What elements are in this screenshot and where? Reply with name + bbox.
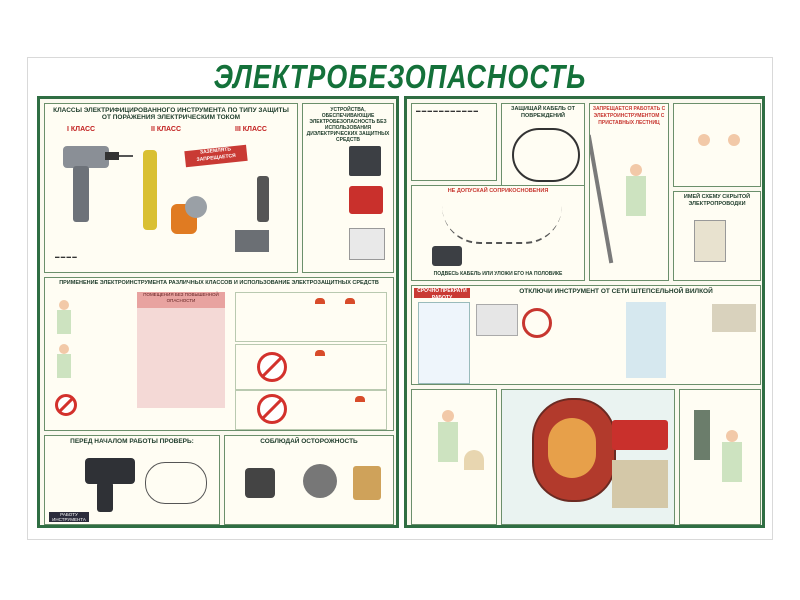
class-1-note: ▬ ▬ ▬ ▬: [55, 254, 77, 259]
class-1-label: I КЛАСС: [67, 126, 96, 133]
drill-handle-icon: [97, 482, 113, 512]
prohibited-drill-icon: [257, 352, 287, 382]
ladder-panel: ЗАПРЕЩАЕТСЯ РАБОТАТЬ С ЭЛЕКТРОИНСТРУМЕНТ…: [589, 103, 669, 281]
drill-bit-icon: [119, 155, 133, 157]
worker-icon: [698, 134, 710, 146]
room-1-label: ПОМЕЩЕНИЯ БЕЗ ПОВЫШЕННОЙ ОПАСНОСТИ: [137, 292, 225, 308]
ladder-icon: [590, 134, 614, 264]
plug-board-icon: [712, 304, 756, 332]
class-3-label: III КЛАСС: [235, 126, 267, 133]
saw-icon: [353, 466, 381, 500]
grinder-disk-icon: [185, 196, 207, 218]
ground-forbidden-stamp: ЗАЗЕМЛЯТЬ ЗАПРЕЩАЕТСЯ: [184, 144, 248, 168]
voltage-check-panel: [673, 103, 761, 187]
worker-icon: [630, 164, 642, 176]
socket-icon: [522, 308, 552, 338]
drill-chuck-icon: [105, 152, 119, 160]
hang-cable-label: ПОДВЕСЬ КАБЕЛЬ ИЛИ УЛОЖИ ЕГО НА ПОЛОВИКЕ: [433, 271, 563, 277]
weather-panel: [411, 389, 497, 525]
grinder-disk-icon: [303, 464, 337, 498]
helmet-icon: [315, 298, 325, 304]
cable-loop-icon: [145, 462, 207, 504]
worker-body-icon: [626, 176, 646, 216]
heavy-tool-panel: [679, 389, 761, 525]
worker-icon: [728, 134, 740, 146]
trench-icon: [612, 460, 668, 508]
rooms-background: [137, 308, 225, 408]
class-2-label: II КЛАСС: [151, 126, 182, 133]
class-3-tool-icon: [257, 176, 269, 222]
prohibited-icon: [55, 394, 77, 416]
application-title: ПРИМЕНЕНИЕ ЭЛЕКТРОИНСТРУМЕНТА РАЗЛИЧНЫХ …: [59, 280, 379, 286]
classes-panel: КЛАССЫ ЭЛЕКТРИФИЦИРОВАННОГО ИНСТРУМЕНТА …: [44, 103, 298, 273]
worker-body-icon: [57, 354, 71, 378]
grid-row-1: [235, 292, 387, 342]
worker-icon: [442, 410, 454, 422]
caution-title: СОБЛЮДАЙ ОСТОРОЖНОСТЬ: [260, 438, 358, 445]
no-contact-panel: НЕ ДОПУСКАЙ СОПРИКОСНОВЕНИЯ ПОДВЕСЬ КАБЕ…: [411, 185, 585, 281]
prohibited-drill-icon: [257, 394, 287, 424]
mushroom-icon: [464, 450, 484, 470]
cable-icon: [442, 206, 562, 244]
classes-title: КЛАССЫ ЭЛЕКТРИФИЦИРОВАННОГО ИНСТРУМЕНТА …: [53, 107, 289, 121]
worker-body-icon: [57, 310, 71, 334]
protect-cable-title: ЗАЩИЩАЙ КАБЕЛЬ ОТ ПОВРЕЖДЕНИЙ: [511, 106, 575, 119]
grid-row-2: [235, 344, 387, 390]
caution-panel: СОБЛЮДАЙ ОСТОРОЖНОСТЬ: [224, 435, 394, 525]
transformer-icon: [235, 230, 269, 252]
permission-text: ▬ ▬ ▬ ▬ ▬ ▬ ▬ ▬ ▬ ▬ ▬: [416, 108, 479, 113]
protect-cable-panel: ЗАЩИЩАЙ КАБЕЛЬ ОТ ПОВРЕЖДЕНИЙ: [501, 103, 585, 189]
worker-icon: [726, 430, 738, 442]
right-half: ▬ ▬ ▬ ▬ ▬ ▬ ▬ ▬ ▬ ▬ ▬ ЗАЩИЩАЙ КАБЕЛЬ ОТ …: [404, 96, 765, 528]
transformer-icon: [612, 420, 668, 450]
rcd-switch-icon: [349, 228, 385, 260]
permission-panel: ▬ ▬ ▬ ▬ ▬ ▬ ▬ ▬ ▬ ▬ ▬: [411, 103, 497, 181]
hidden-wiring-panel: ИМЕЙ СХЕМУ СКРЫТОЙ ЭЛЕКТРОПРОВОДКИ: [673, 191, 761, 281]
helmet-icon: [315, 350, 325, 356]
check-label: РАБОТУ ИНСТРУМЕНТА НА ХОЛОСТОМ ХОДУ: [49, 512, 89, 524]
drill-icon: [85, 458, 135, 484]
drill-icon: [63, 146, 109, 168]
generator-icon: [349, 186, 383, 214]
helmet-icon: [355, 396, 365, 402]
before-work-title: ПЕРЕД НАЧАЛОМ РАБОТЫ ПРОВЕРЬ:: [70, 438, 194, 445]
urgent-label: СРОЧНО ПРЕКРАТИ РАБОТУ: [414, 288, 470, 301]
drill-handle-icon: [73, 166, 89, 222]
ladder-title: ЗАПРЕЩАЕТСЯ РАБОТАТЬ С ЭЛЕКТРОИНСТРУМЕНТ…: [592, 106, 666, 126]
worker-body-icon: [722, 442, 742, 482]
helmet-icon: [345, 298, 355, 304]
tank-panel: [501, 389, 675, 525]
left-half: КЛАССЫ ЭЛЕКТРИФИЦИРОВАННОГО ИНСТРУМЕНТА …: [37, 96, 399, 528]
worker-icon: [59, 344, 69, 354]
before-work-panel: ПЕРЕД НАЧАЛОМ РАБОТЫ ПРОВЕРЬ: РАБОТУ ИНС…: [44, 435, 220, 525]
drill-chuck-icon: [245, 468, 275, 498]
worker-body-icon: [438, 422, 458, 462]
worker-scene-icon: [626, 302, 666, 378]
worker-icon: [59, 300, 69, 310]
chainsaw-icon: [143, 150, 157, 230]
tank-interior-icon: [548, 418, 596, 478]
transformer-device-icon: [349, 146, 381, 176]
no-contact-title: НЕ ДОПУСКАЙ СОПРИКОСНОВЕНИЯ: [447, 188, 549, 194]
unplug-panel: ОТКЛЮЧИ ИНСТРУМЕНТ ОТ СЕТИ ШТЕПСЕЛЬНОЙ В…: [411, 285, 761, 385]
drill-closeup-icon: [418, 302, 470, 384]
plug-icon: [476, 304, 518, 336]
hoist-icon: [694, 410, 710, 460]
drill-icon: [432, 246, 462, 266]
devices-title: УСТРОЙСТВА, ОБЕСПЕЧИВАЮЩИЕ ЭЛЕКТРОБЕЗОПА…: [306, 107, 390, 143]
cable-coil-icon: [512, 128, 580, 182]
wall-icon: [694, 220, 726, 262]
hidden-wiring-title: ИМЕЙ СХЕМУ СКРЫТОЙ ЭЛЕКТРОПРОВОДКИ: [683, 194, 751, 207]
application-panel: ПРИМЕНЕНИЕ ЭЛЕКТРОИНСТРУМЕНТА РАЗЛИЧНЫХ …: [44, 277, 394, 431]
devices-panel: УСТРОЙСТВА, ОБЕСПЕЧИВАЮЩИЕ ЭЛЕКТРОБЕЗОПА…: [302, 103, 394, 273]
grid-row-3: [235, 390, 387, 430]
unplug-title: ОТКЛЮЧИ ИНСТРУМЕНТ ОТ СЕТИ ШТЕПСЕЛЬНОЙ В…: [519, 288, 713, 295]
poster-title: ЭЛЕКТРОБЕЗОПАСНОСТЬ: [213, 58, 587, 96]
